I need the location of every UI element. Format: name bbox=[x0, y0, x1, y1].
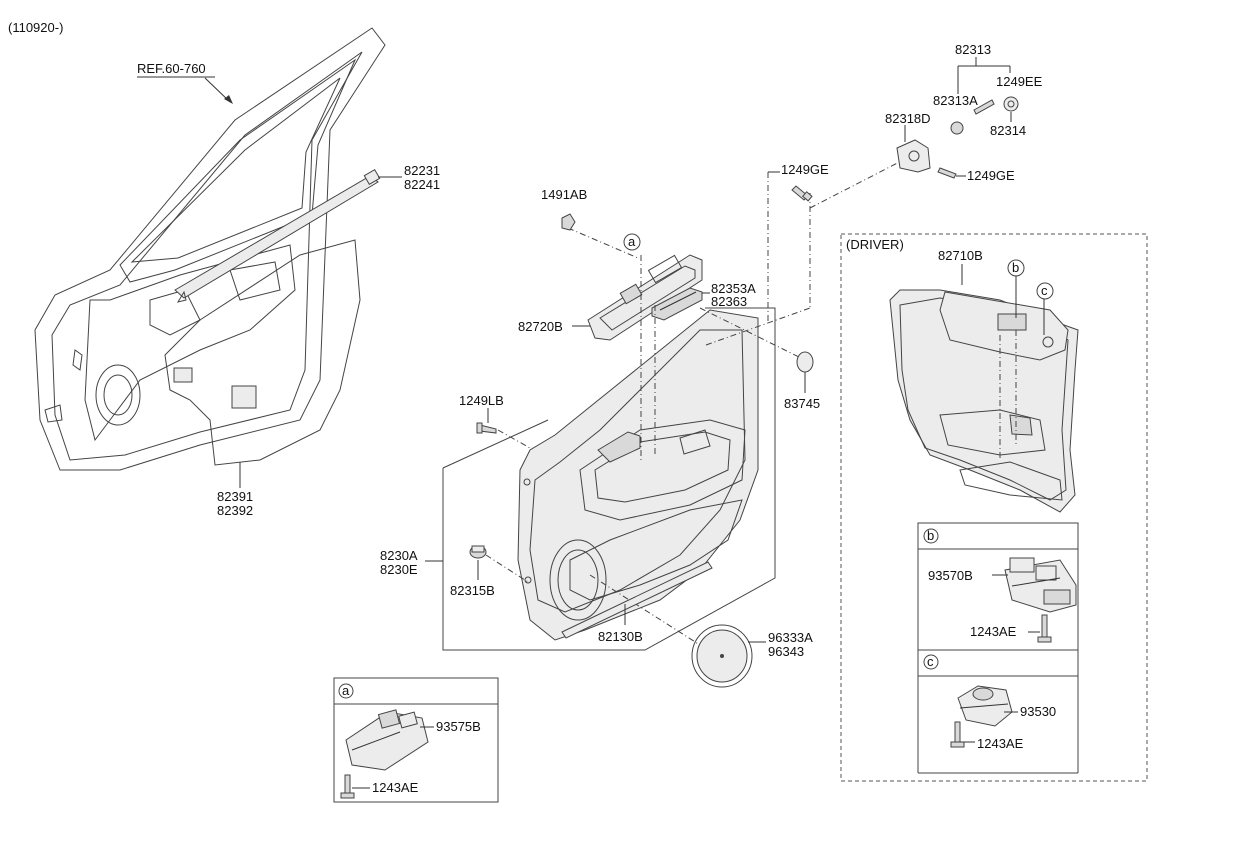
label-1249EE: 1249EE bbox=[996, 74, 1043, 89]
diagram-code: (110920-) bbox=[8, 20, 63, 35]
reference-arrow-icon bbox=[224, 95, 233, 104]
clip-82315B bbox=[469, 545, 487, 559]
detail-c-part: 93530 bbox=[1020, 704, 1056, 719]
label-82363: 82363 bbox=[711, 294, 747, 309]
label-82130B: 82130B bbox=[598, 629, 643, 644]
callout-c-text: c bbox=[1041, 283, 1048, 298]
callout-a-marker bbox=[623, 233, 641, 251]
beltline-weatherstrip bbox=[174, 168, 381, 303]
label-96343: 96343 bbox=[768, 644, 804, 659]
callout-a-text: a bbox=[628, 234, 636, 249]
label-82353A: 82353A bbox=[711, 281, 756, 296]
detail-a-screw: 1243AE bbox=[372, 780, 419, 795]
detail-c-screw: 1243AE bbox=[977, 736, 1024, 751]
detail-b-part: 93570B bbox=[928, 568, 973, 583]
label-82241: 82241 bbox=[404, 177, 440, 192]
detail-b-tag: b bbox=[927, 528, 934, 543]
label-1249GE-right: 1249GE bbox=[967, 168, 1015, 183]
label-82710B: 82710B bbox=[938, 248, 983, 263]
callout-b-text: b bbox=[1012, 260, 1019, 275]
label-82313: 82313 bbox=[955, 42, 991, 57]
label-82313A: 82313A bbox=[933, 93, 978, 108]
label-1249GE-upper: 1249GE bbox=[781, 162, 829, 177]
lock-switch bbox=[651, 287, 703, 321]
screw-1249LB bbox=[476, 422, 497, 434]
detail-a-part: 93575B bbox=[436, 719, 481, 734]
detail-a-marker bbox=[338, 683, 354, 699]
screw-1249GE-upper bbox=[791, 185, 813, 202]
screw-1243AE-c bbox=[950, 721, 965, 748]
label-82318D: 82318D bbox=[885, 111, 931, 126]
clip-1491AB bbox=[561, 213, 576, 231]
mirror-switch-93530 bbox=[957, 685, 1013, 727]
door-frame-illustration bbox=[34, 27, 386, 471]
screw-1249EE bbox=[973, 99, 995, 115]
screw-1243AE-a bbox=[340, 774, 355, 799]
driver-label: (DRIVER) bbox=[846, 237, 904, 252]
door-trim-panel bbox=[517, 309, 759, 641]
power-window-switch-93570B bbox=[1004, 557, 1077, 613]
inside-handle-bracket bbox=[896, 139, 931, 173]
detail-b-box bbox=[917, 522, 1079, 651]
callout-c-marker bbox=[1036, 282, 1054, 300]
door-sealing-sheet bbox=[164, 239, 361, 466]
screw-1249GE-right bbox=[937, 167, 957, 179]
label-83745: 83745 bbox=[784, 396, 820, 411]
label-8230E: 8230E bbox=[380, 562, 418, 577]
label-82391: 82391 bbox=[217, 489, 253, 504]
cap-83745 bbox=[796, 351, 814, 373]
detail-c-marker bbox=[923, 654, 939, 670]
detail-b-marker bbox=[923, 528, 939, 544]
detail-c-tag: c bbox=[927, 654, 934, 669]
screw-1243AE-b bbox=[1037, 614, 1052, 643]
driver-door-trim bbox=[889, 289, 1079, 513]
reference-label: REF.60-760 bbox=[137, 61, 206, 76]
label-8230A: 8230A bbox=[380, 548, 418, 563]
label-82392: 82392 bbox=[217, 503, 253, 518]
label-82315B: 82315B bbox=[450, 583, 495, 598]
label-82314: 82314 bbox=[990, 123, 1026, 138]
window-switch-93575B bbox=[345, 709, 429, 771]
label-1491AB: 1491AB bbox=[541, 187, 587, 202]
label-96333A: 96333A bbox=[768, 630, 813, 645]
window-switch-bezel bbox=[587, 254, 703, 341]
detail-a-tag: a bbox=[342, 683, 350, 698]
label-82720B: 82720B bbox=[518, 319, 563, 334]
label-1249LB: 1249LB bbox=[459, 393, 504, 408]
speaker-96333A bbox=[691, 624, 753, 688]
washer-82314 bbox=[1003, 96, 1019, 112]
nut-82313A bbox=[950, 121, 964, 135]
detail-b-screw: 1243AE bbox=[970, 624, 1017, 639]
inner-weatherstrip bbox=[561, 561, 713, 639]
detail-a-box bbox=[333, 677, 499, 803]
label-82231: 82231 bbox=[404, 163, 440, 178]
